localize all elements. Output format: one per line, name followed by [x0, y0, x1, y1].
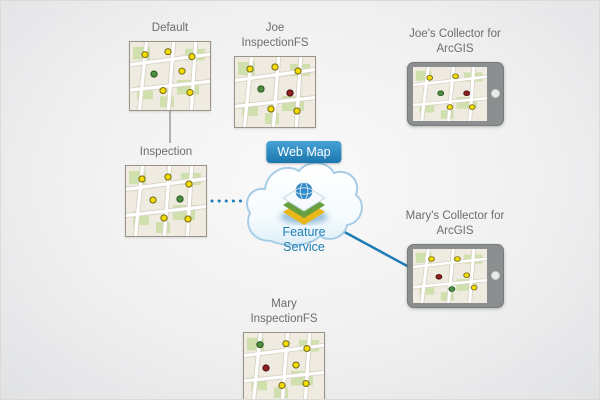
default-label: Default [151, 22, 189, 34]
tablet-device-mary [406, 243, 504, 308]
node-mary-inspectionfs: Mary InspectionFS [243, 297, 325, 399]
mary-inspectionfs-label: Mary InspectionFS [250, 298, 318, 325]
node-default: Default [129, 21, 211, 111]
tablet-device-joe [406, 61, 504, 126]
feature-service-label: Feature Service [282, 225, 326, 254]
arcgis-layers-icon [280, 182, 328, 225]
tablet-home-button [490, 89, 500, 99]
joes-collector-label: Joe's Collector for ArcGIS [409, 28, 501, 55]
map-thumbnail-joe-inspectionfs [234, 55, 316, 128]
tablet-screen-map [412, 66, 487, 121]
node-web-map-cloud: Web Map Feature Service [241, 141, 367, 263]
tablet-home-button [490, 271, 500, 281]
node-joes-collector: Joe's Collector for ArcGIS [403, 27, 507, 126]
web-map-badge: Web Map [266, 141, 342, 163]
marys-collector-label: Mary's Collector for ArcGIS [405, 210, 505, 237]
map-thumbnail-mary-inspectionfs [243, 331, 325, 399]
inspection-label: Inspection [139, 146, 193, 158]
node-joe-inspectionfs: Joe InspectionFS [234, 21, 316, 128]
tablet-screen-map [412, 248, 487, 303]
node-marys-collector: Mary's Collector for ArcGIS [403, 209, 507, 308]
joe-inspectionfs-label: Joe InspectionFS [241, 22, 309, 49]
cloud-icon [246, 162, 363, 246]
map-thumbnail-default [129, 40, 211, 111]
node-inspection: Inspection [125, 145, 207, 237]
map-thumbnail-inspection [125, 164, 207, 237]
